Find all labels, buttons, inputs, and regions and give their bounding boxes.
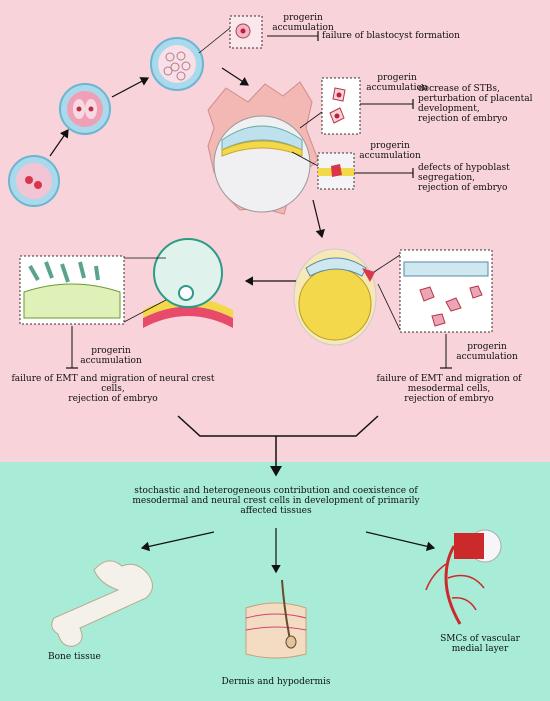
target-label-bone: Bone tissue <box>48 652 101 662</box>
arrow-to-bone <box>140 531 215 552</box>
zygote-illustration <box>8 155 60 207</box>
effect-label-2: decrease of STBs, perturbation of placen… <box>418 84 533 124</box>
gastrulating-embryo-illustration <box>293 248 377 346</box>
affected-tissues-panel <box>0 462 550 701</box>
target-label-smc: SMCs of vascular medial layer <box>440 634 520 654</box>
progerin-label-2: progerin accumulation <box>366 73 428 93</box>
arrow-blastocyst-to-gastrula <box>312 199 325 239</box>
arrow-to-smc <box>365 531 436 552</box>
inset-morula-cells <box>198 15 263 54</box>
inset-hypoblast <box>291 151 355 190</box>
progerin-label-left: progerin accumulation <box>80 346 142 366</box>
vascular-smc-illustration <box>425 529 502 625</box>
morula-illustration <box>150 37 204 91</box>
inset-trophoblast <box>299 77 361 135</box>
neurulating-embryo-illustration <box>143 238 233 328</box>
target-label-dermis: Dermis and hypodermis <box>221 677 331 687</box>
effect-label-left: failure of EMT and migration of neural c… <box>11 374 215 404</box>
effect-label-right: failure of EMT and migration of mesoderm… <box>376 374 522 404</box>
embryo-development-panel <box>0 0 550 462</box>
dermis-illustration <box>245 579 307 659</box>
bone-tissue-illustration <box>51 560 153 647</box>
progerin-label-3: progerin accumulation <box>359 141 421 161</box>
arrow-morula-to-blastocyst <box>221 67 250 86</box>
progerin-label-right: progerin accumulation <box>456 342 518 362</box>
effect-label-1: failure of blastocyst formation <box>322 31 460 41</box>
summary-label: stochastic and heterogeneous contributio… <box>132 486 420 516</box>
convergence-bracket <box>177 415 379 437</box>
progerin-label-1: progerin accumulation <box>272 13 334 33</box>
inset-neural-crest-migration <box>19 255 167 325</box>
effect-label-3: defects of hypoblast segregation, reject… <box>418 163 510 193</box>
two-cell-embryo-illustration <box>59 83 111 135</box>
inset-mesoderm-migration <box>373 249 493 333</box>
arrow-zygote-to-2cell <box>49 129 69 157</box>
arrow-2cell-to-morula <box>111 77 150 98</box>
implanting-blastocyst-illustration <box>207 81 319 215</box>
